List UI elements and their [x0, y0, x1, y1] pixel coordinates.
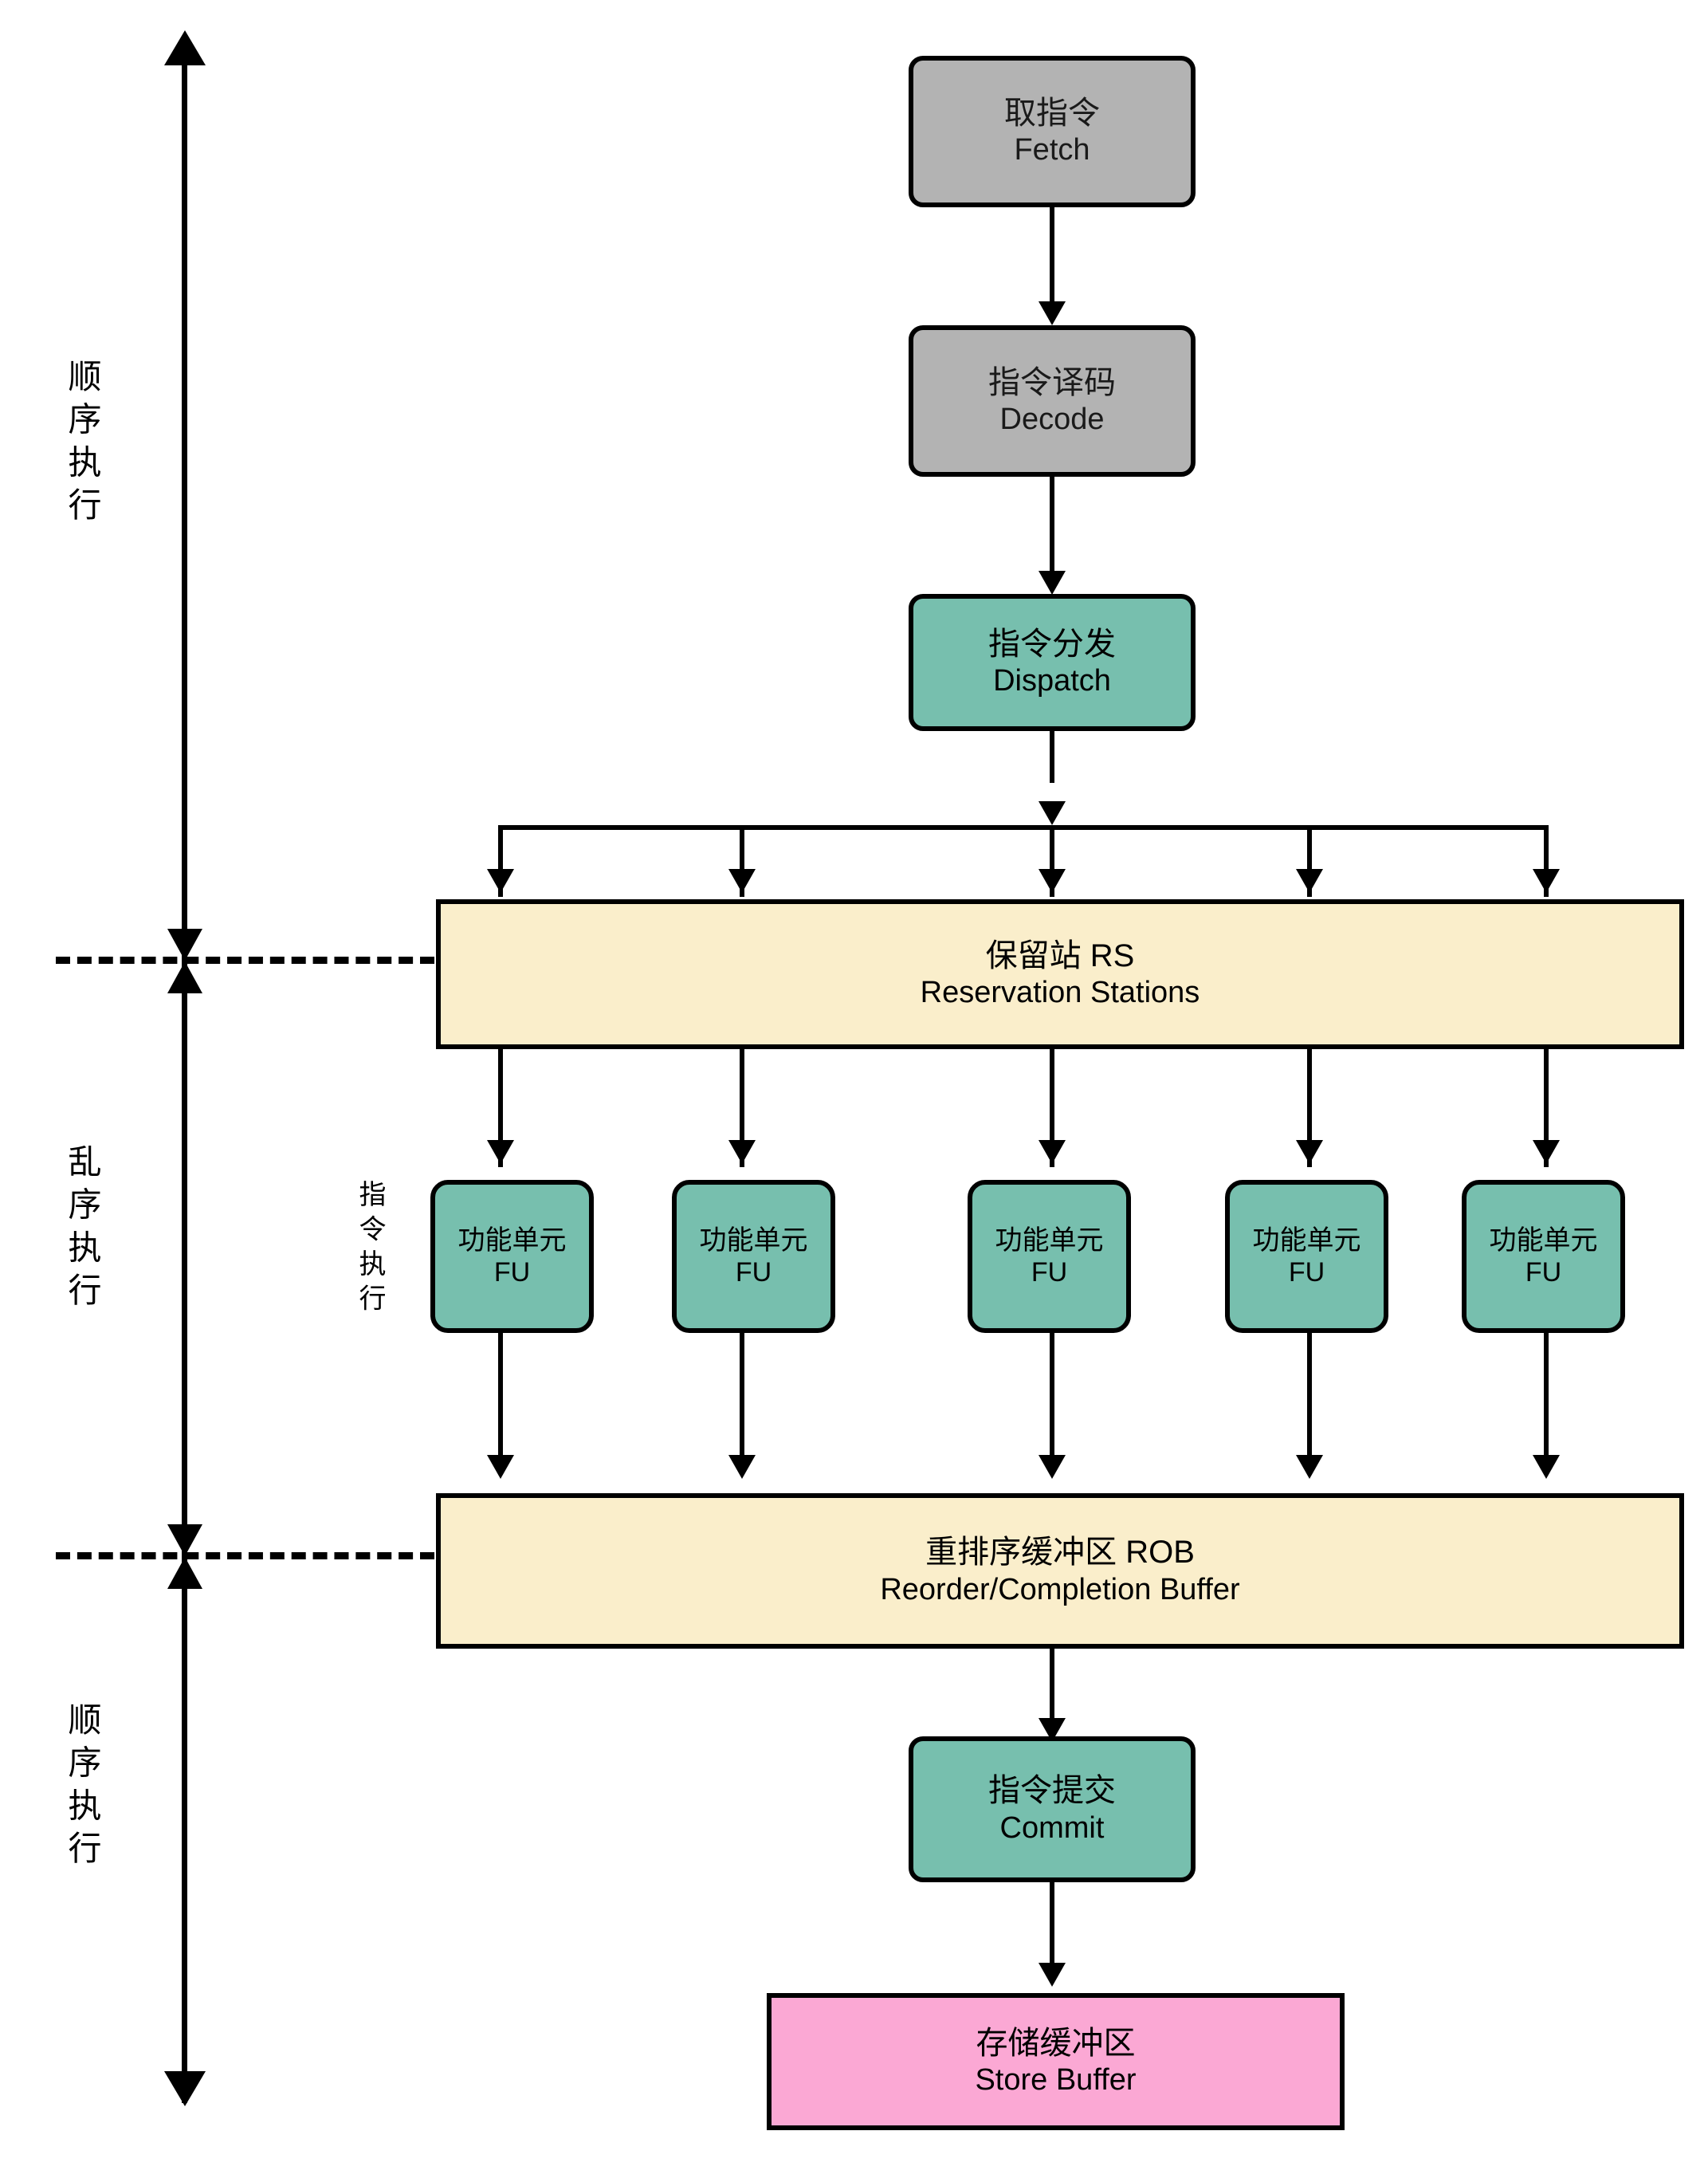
edge-fu-3-to-rob-arrow-icon	[1039, 1455, 1066, 1479]
edge-fu-5-to-rob	[1544, 1333, 1549, 1464]
node-functional-unit-3[interactable]: 功能单元 FU	[968, 1180, 1131, 1333]
node-reservation-stations[interactable]: 保留站 RS Reservation Stations	[436, 899, 1684, 1049]
edge-bus-to-rs-5	[1544, 825, 1549, 897]
edge-bus-to-rs-2-arrow-icon	[728, 869, 756, 893]
node-store-label-cn: 存储缓冲区	[976, 2025, 1136, 2061]
dispatch-fanout-bus	[498, 825, 1549, 830]
edge-fetch-to-decode	[1050, 207, 1054, 307]
node-fu-5-label-en: FU	[1525, 1257, 1562, 1288]
edge-fetch-to-decode-arrow-icon	[1039, 301, 1066, 325]
phase-axis-line	[182, 62, 187, 2103]
edge-bus-to-rs-3	[1050, 825, 1054, 897]
node-fu-2-label-en: FU	[735, 1257, 772, 1288]
edge-rs-to-fu-4	[1307, 1049, 1312, 1167]
edge-rs-to-fu-5-arrow-icon	[1533, 1140, 1560, 1164]
node-fu-2-label-cn: 功能单元	[699, 1225, 808, 1256]
node-store-buffer[interactable]: 存储缓冲区 Store Buffer	[767, 1993, 1345, 2130]
edge-rs-to-fu-2-arrow-icon	[728, 1140, 756, 1164]
edge-rob-to-commit	[1050, 1649, 1054, 1724]
edge-bus-to-rs-3-arrow-icon	[1039, 869, 1066, 893]
phase-label-execute: 指 令 执 行	[355, 1180, 385, 1311]
phase-label-in-order-bottom: 顺 序 执 行	[64, 1702, 101, 1865]
node-reorder-buffer[interactable]: 重排序缓冲区 ROB Reorder/Completion Buffer	[436, 1493, 1684, 1649]
node-functional-unit-2[interactable]: 功能单元 FU	[672, 1180, 835, 1333]
edge-dispatch-to-bus-arrow-icon	[1039, 801, 1066, 825]
edge-rs-to-fu-4-arrow-icon	[1296, 1140, 1323, 1164]
edge-dispatch-to-bus	[1050, 731, 1054, 783]
node-commit[interactable]: 指令提交 Commit	[909, 1736, 1196, 1882]
edge-bus-to-rs-1	[498, 825, 503, 897]
node-dispatch-label-en: Dispatch	[993, 664, 1111, 698]
edge-fu-2-to-rob	[740, 1333, 744, 1464]
edge-decode-to-dispatch	[1050, 477, 1054, 576]
node-commit-label-en: Commit	[999, 1810, 1105, 1845]
node-functional-unit-5[interactable]: 功能单元 FU	[1462, 1180, 1625, 1333]
node-dispatch[interactable]: 指令分发 Dispatch	[909, 594, 1196, 731]
edge-rs-to-fu-3	[1050, 1049, 1054, 1167]
edge-decode-to-dispatch-arrow-icon	[1039, 571, 1066, 595]
edge-bus-to-rs-4	[1307, 825, 1312, 897]
edge-bus-to-rs-1-arrow-icon	[487, 869, 514, 893]
edge-fu-4-to-rob	[1307, 1333, 1312, 1464]
node-fu-3-label-en: FU	[1031, 1257, 1068, 1288]
edge-bus-to-rs-5-arrow-icon	[1533, 869, 1560, 893]
node-fu-4-label-en: FU	[1288, 1257, 1325, 1288]
axis-marker-rs-up-icon	[167, 961, 202, 993]
edge-bus-to-rs-2	[740, 825, 744, 897]
edge-fu-1-to-rob	[498, 1333, 503, 1464]
node-commit-label-cn: 指令提交	[988, 1773, 1116, 1809]
edge-rs-to-fu-5	[1544, 1049, 1549, 1167]
phase-label-in-order-top: 顺 序 执 行	[64, 359, 101, 521]
edge-fu-2-to-rob-arrow-icon	[728, 1455, 756, 1479]
edge-fu-4-to-rob-arrow-icon	[1296, 1455, 1323, 1479]
node-fu-3-label-cn: 功能单元	[995, 1225, 1104, 1256]
axis-marker-rob-down-icon	[167, 1524, 202, 1556]
boundary-dashed-rs	[56, 957, 434, 964]
node-rs-label-en: Reservation Stations	[920, 976, 1200, 1010]
node-fetch-label-cn: 取指令	[1004, 95, 1100, 131]
node-rob-label-en: Reorder/Completion Buffer	[880, 1572, 1240, 1606]
node-rs-label-cn: 保留站 RS	[985, 938, 1135, 973]
axis-arrow-bottom-icon	[164, 2071, 206, 2106]
node-fetch[interactable]: 取指令 Fetch	[909, 56, 1196, 207]
edge-commit-to-store-arrow-icon	[1039, 1963, 1066, 1987]
node-functional-unit-1[interactable]: 功能单元 FU	[430, 1180, 594, 1333]
axis-marker-rs-down-icon	[167, 929, 202, 961]
node-decode-label-en: Decode	[999, 403, 1105, 437]
axis-marker-rob-up-icon	[167, 1557, 202, 1589]
edge-fu-5-to-rob-arrow-icon	[1533, 1455, 1560, 1479]
node-fu-4-label-cn: 功能单元	[1252, 1225, 1361, 1256]
edge-rs-to-fu-3-arrow-icon	[1039, 1140, 1066, 1164]
node-decode-label-cn: 指令译码	[988, 364, 1116, 400]
edge-rs-to-fu-2	[740, 1049, 744, 1167]
node-decode[interactable]: 指令译码 Decode	[909, 325, 1196, 477]
node-fu-5-label-cn: 功能单元	[1489, 1225, 1598, 1256]
node-rob-label-cn: 重排序缓冲区 ROB	[925, 1535, 1195, 1571]
node-store-label-en: Store Buffer	[975, 2063, 1137, 2097]
edge-fu-3-to-rob	[1050, 1333, 1054, 1464]
node-fu-1-label-en: FU	[493, 1257, 531, 1288]
node-fetch-label-en: Fetch	[1014, 133, 1090, 167]
edge-commit-to-store	[1050, 1882, 1054, 1968]
axis-arrow-top-icon	[164, 30, 206, 65]
edge-bus-to-rs-4-arrow-icon	[1296, 869, 1323, 893]
edge-fu-1-to-rob-arrow-icon	[487, 1455, 514, 1479]
edge-rs-to-fu-1-arrow-icon	[487, 1140, 514, 1164]
boundary-dashed-rob	[56, 1552, 434, 1559]
edge-rs-to-fu-1	[498, 1049, 503, 1167]
phase-label-out-of-order: 乱 序 执 行	[64, 1144, 101, 1307]
node-dispatch-label-cn: 指令分发	[988, 626, 1116, 662]
node-functional-unit-4[interactable]: 功能单元 FU	[1225, 1180, 1388, 1333]
node-fu-1-label-cn: 功能单元	[457, 1225, 567, 1256]
